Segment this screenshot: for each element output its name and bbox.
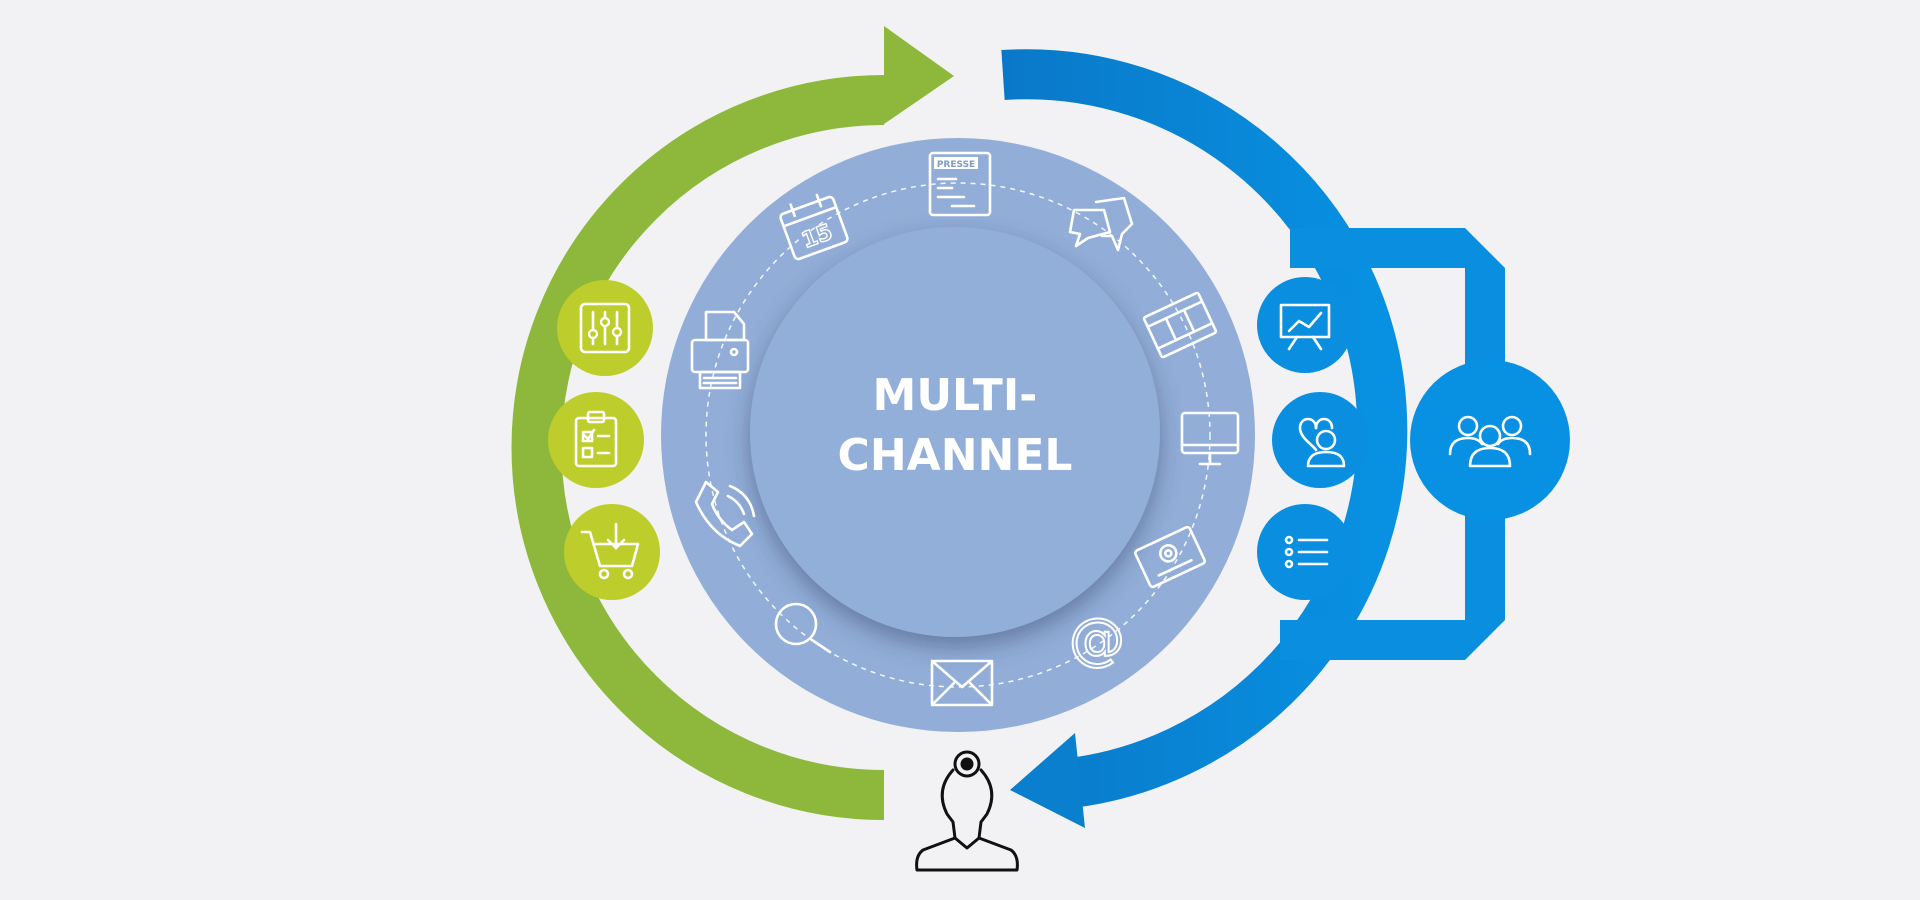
sliders-circle	[557, 280, 653, 376]
user-group-icon	[1448, 415, 1532, 468]
center-disc	[750, 227, 1160, 637]
doctor-user-icon	[915, 750, 1019, 872]
presentation-circle	[1257, 277, 1353, 373]
contact-card-icon	[1134, 525, 1206, 589]
center-title-line1: MULTI-	[873, 370, 1038, 421]
magnifier-icon	[774, 602, 832, 654]
center-title-line2: CHANNEL	[838, 430, 1073, 481]
cart-download-icon	[580, 522, 640, 580]
blue-cycle-arrow	[1001, 49, 1408, 828]
heart-profile-circle	[1272, 392, 1368, 488]
phone-icon	[694, 480, 756, 548]
newspaper-icon: PRESSE	[928, 151, 992, 217]
envelope-icon	[930, 659, 994, 707]
press-label: PRESSE	[937, 160, 975, 170]
sliders-icon	[579, 302, 631, 354]
speech-bubbles-icon	[1068, 196, 1134, 252]
checklist-clipboard-icon	[574, 410, 618, 468]
group-circle	[1410, 360, 1570, 520]
blue-bracket	[1280, 228, 1505, 660]
presentation-chart-icon	[1279, 303, 1331, 351]
monitor-icon	[1180, 411, 1240, 466]
email-at-icon: @	[1069, 607, 1125, 672]
list-circle	[1257, 504, 1353, 600]
checklist-circle	[548, 392, 644, 488]
list-icon	[1284, 535, 1329, 569]
fax-printer-icon	[690, 310, 750, 390]
heart-profile-icon	[1298, 417, 1346, 468]
cart-circle	[564, 504, 660, 600]
film-strip-icon	[1142, 291, 1218, 359]
green-cycle-arrow	[511, 26, 954, 820]
dashed-orbit	[705, 182, 1211, 688]
